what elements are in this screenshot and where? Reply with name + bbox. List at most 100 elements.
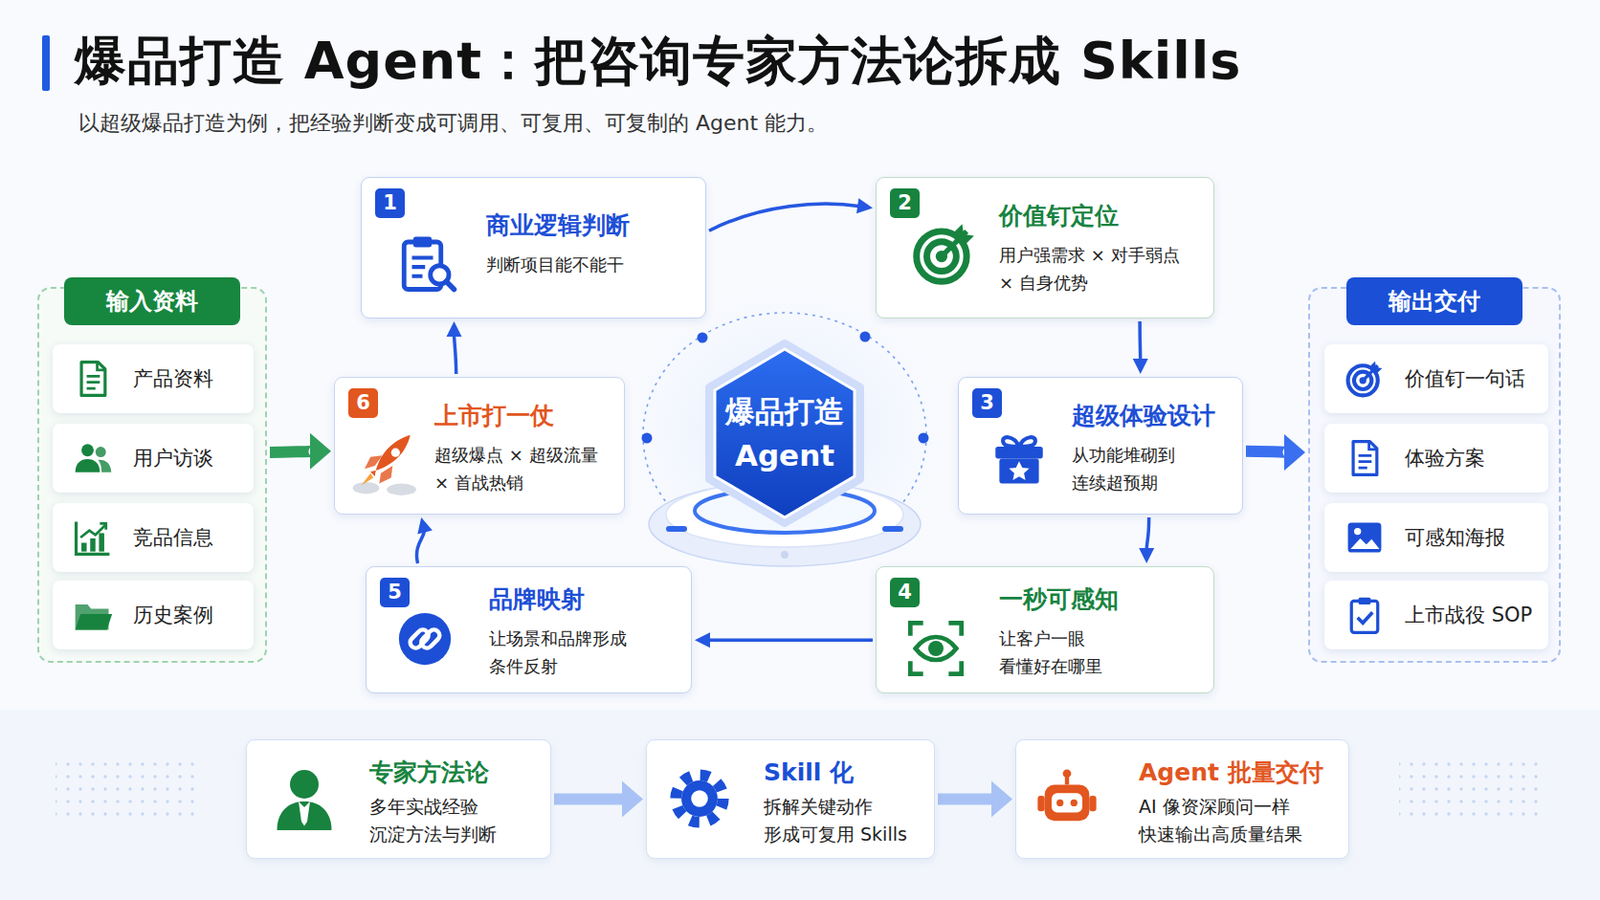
orbit-dot: [697, 333, 709, 344]
arrow-head: [417, 517, 433, 534]
connector-line: [269, 451, 315, 453]
icon: [71, 516, 114, 563]
step-description: 超级爆点 × 超级流量 × 首战热销: [434, 442, 612, 498]
dot-grid: [55, 755, 200, 823]
connector: [269, 433, 332, 470]
list-item: 竞品信息: [52, 503, 254, 573]
target-icon: [909, 218, 980, 289]
item-label: 可感知海报: [1404, 524, 1506, 552]
stage-description: 拆解关键动作 形成可复用 Skills: [763, 793, 922, 850]
item-label: 价值钉一句话: [1404, 365, 1526, 393]
stage-title: 专家方法论: [369, 755, 489, 790]
list-item: 产品资料: [52, 344, 254, 414]
step-description: 用户强需求 × 对手弱点 × 自身优势: [999, 242, 1191, 298]
clipmag-icon: [396, 231, 460, 295]
orbit-dot: [860, 332, 871, 343]
connector-line: [416, 529, 424, 564]
step-box: 3 超级体验设计从功能堆砌到 连续超预期: [957, 377, 1244, 515]
image-icon: [1343, 516, 1386, 559]
stage-box: Agent 批量交付AI 像资深顾问一样 快速输出高质量结果: [1015, 739, 1350, 860]
orbit-dot: [642, 433, 653, 445]
stage-title: Agent 批量交付: [1138, 755, 1324, 790]
orbit-dot: [918, 433, 930, 445]
list-item: 历史案例: [52, 580, 254, 650]
agent-label: 爆品打造 Agent: [717, 389, 852, 479]
step-title: 一秒可感知: [999, 582, 1119, 617]
list-item: 可感知海报: [1324, 503, 1549, 573]
connector-line: [707, 638, 873, 643]
page-title: 爆品打造 Agent：把咨询专家方法论拆成 Skills: [74, 26, 1242, 97]
connector: [416, 517, 432, 564]
connector: [445, 321, 462, 375]
dot-grid: [1399, 755, 1543, 823]
connector-line: [1245, 451, 1289, 453]
stage-description: AI 像资深顾问一样 快速输出高质量结果: [1138, 793, 1316, 850]
page-caption: 以超级爆品打造为例，把经验判断变成可调用、可复用、可复制的 Agent 能力。: [78, 109, 828, 138]
step-box: 1商业逻辑判断判断项目能不能干: [360, 177, 707, 319]
callout-number: 2: [889, 188, 920, 219]
icon: [1343, 594, 1386, 641]
connector-line: [453, 333, 456, 375]
icon: [348, 427, 420, 503]
icon: [395, 609, 455, 673]
connector-line: [1137, 321, 1142, 362]
orbit: [643, 312, 927, 558]
item-label: 历史案例: [133, 601, 214, 629]
step-description: 判断项目能不能干: [486, 251, 678, 280]
step-title: 上市打一仗: [434, 399, 555, 433]
doc-icon: [1343, 437, 1386, 480]
callout-number: 4: [889, 577, 920, 608]
link-icon: [395, 609, 455, 669]
arrow-head: [1138, 548, 1155, 564]
step-description: 从功能堆砌到 连续超预期: [1071, 442, 1230, 498]
people-icon: [71, 437, 114, 480]
arrow-head: [1133, 358, 1149, 375]
icon: [905, 618, 967, 684]
panel-header: 输入资料: [64, 277, 241, 326]
stage-title: Skill 化: [763, 755, 854, 790]
icon: [71, 357, 114, 404]
arrow-head: [856, 198, 873, 214]
panel: 输入资料产品资料用户访谈竞品信息历史案例: [37, 287, 267, 664]
target-icon: [1343, 357, 1386, 400]
connector: [937, 781, 1013, 819]
stage-box: Skill 化拆解关键动作 形成可复用 Skills: [645, 739, 935, 860]
stage-description: 多年实战经验 沉淀方法与判断: [369, 793, 533, 850]
item-label: 产品资料: [133, 365, 214, 393]
person-icon: [269, 764, 339, 834]
step-box: 6 上市打一仗超级爆点 × 超级流量 × 首战热销: [333, 377, 625, 515]
icon: [396, 231, 460, 299]
step-box: 5品牌映射让场景和品牌形成 条件反射: [365, 566, 692, 694]
step-title: 品牌映射: [488, 582, 585, 617]
callout-number: 6: [348, 388, 378, 419]
arrow-head: [991, 781, 1013, 819]
connector-line: [554, 794, 626, 806]
gear-icon: [666, 765, 734, 833]
connector: [1133, 321, 1149, 375]
glow: [622, 287, 948, 575]
step-description: 让客户一眼 看懂好在哪里: [999, 625, 1143, 682]
connector: [554, 781, 644, 819]
panel-header: 输出交付: [1346, 277, 1523, 326]
eye-icon: [905, 618, 967, 680]
doc-icon: [71, 357, 114, 400]
step-title: 超级体验设计: [1071, 399, 1216, 433]
rocket-icon: [348, 427, 420, 499]
icon: [1343, 437, 1386, 484]
title-bar: [42, 35, 50, 91]
callout-number: 1: [375, 188, 405, 219]
step-title: 价值钉定位: [999, 199, 1119, 233]
arrow-head: [1284, 434, 1306, 471]
icon: [71, 437, 114, 484]
list-item: 体验方案: [1324, 423, 1549, 493]
icon: [909, 218, 980, 293]
step-box: 4 一秒可感知让客户一眼 看懂好在哪里: [875, 566, 1215, 694]
panel: 输出交付价值钉一句话体验方案可感知海报上市战役 SOP: [1308, 287, 1561, 664]
list-item: 价值钉一句话: [1324, 344, 1549, 414]
icon: [269, 764, 339, 838]
callout-number: 3: [972, 388, 1002, 419]
folder-icon: [71, 594, 114, 637]
icon: [71, 594, 114, 641]
